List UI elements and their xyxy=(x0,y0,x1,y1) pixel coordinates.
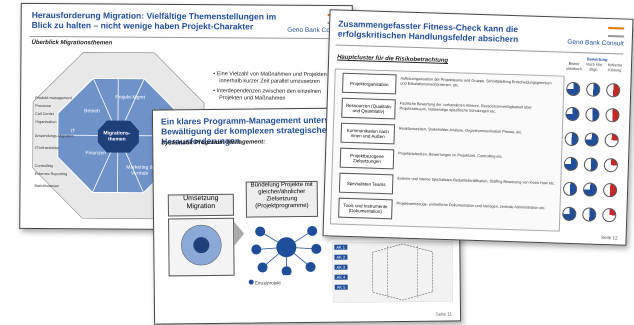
rating-ball-icon xyxy=(563,156,579,172)
rating-ball-icon xyxy=(562,206,577,222)
rating-col-1: Bisher unkritisch xyxy=(565,61,582,71)
logo-bars-icon xyxy=(607,27,625,38)
ak-arrow-4: AK 4 xyxy=(334,274,348,280)
legend-einzelprojekt: Einzelprojekt xyxy=(248,279,281,286)
rating-ball-icon xyxy=(582,207,597,222)
project-network-diagram xyxy=(251,225,322,276)
arrow-right-icon xyxy=(234,221,245,246)
rating-ball-icon xyxy=(562,181,578,197)
slide-migration-themes: Herausforderung Migration: Vielfältige T… xyxy=(19,2,353,232)
side-label-anwendung: Anwendungs-Migration xyxy=(34,133,74,139)
side-label-reporting: Externes Reporting xyxy=(34,171,68,177)
slide2-subtitle: Systematik Programm-Management: xyxy=(161,139,266,147)
rating-ball-icon xyxy=(582,182,598,197)
segment-finanzen: Finanzen xyxy=(85,150,107,157)
bullet-item: • Interdependenzen zwischen den einzelne… xyxy=(213,88,321,102)
rating-ball-icon xyxy=(583,157,599,172)
box-umsetzung-migration: Umsetzung Migration xyxy=(167,193,234,217)
side-label-berichtswesen: Berichtswesen xyxy=(34,183,60,189)
row-label-5: Tools und Instrumente (Dokumentation) xyxy=(338,197,393,220)
slide2-page-number: Seite 11 xyxy=(435,311,453,317)
rating-col-3: Kritische Klärung xyxy=(607,63,623,72)
bullet-text-0: Eine Vielzahl von Maßnahmen und Projekte… xyxy=(216,71,339,85)
box-buendelung-projekte: Bündelung Projekte mit gleicher/ähnliche… xyxy=(245,180,319,218)
migration-octagon-thumbnail-icon xyxy=(181,224,222,266)
rating-ball-icon xyxy=(602,182,618,198)
ak-flow-diagram xyxy=(332,241,453,303)
rating-ball-icon xyxy=(603,157,619,173)
side-label-infrastruktur: IT-Infrastruktur xyxy=(34,145,60,151)
legend-dot-icon xyxy=(248,279,254,285)
segment-betrieb: Betrieb xyxy=(84,108,100,115)
ak-arrow-1: AK 1 xyxy=(334,244,348,250)
slide3-page-number: Seite 12 xyxy=(601,234,618,241)
rating-col-2: Noch klar dsgn. xyxy=(585,62,603,72)
slide1-title: Herausforderung Migration: Vielfältige T… xyxy=(31,9,277,32)
slide1-subtitle: Überblick Migrationsthemen xyxy=(31,39,113,47)
migration-thumbnail xyxy=(168,217,235,277)
ak-arrow-2: AK 2 xyxy=(334,254,348,260)
side-label-organisation: Organisation xyxy=(34,119,57,125)
side-label-controlling: Controlling xyxy=(34,163,53,169)
rating-ball-icon xyxy=(585,107,600,122)
rating-ball-icon xyxy=(602,207,617,223)
slide1-rule xyxy=(29,35,342,40)
bullet-text-1: Interdependenzen zwischen den einzelnen … xyxy=(216,88,321,102)
segment-projekt-mgmt: Projekt-Mgmt xyxy=(115,94,146,101)
slide-program-management: Ein klares Programm-Management unterstüt… xyxy=(151,106,462,325)
migration-octagon-diagram xyxy=(32,51,205,220)
rating-ball-icon xyxy=(584,132,599,147)
rating-ball-icon xyxy=(605,108,620,123)
row-label-0: Projektorganisation xyxy=(342,72,397,95)
slide-fitness-check: Zusammengefasster Fitness-Check kann die… xyxy=(322,9,634,246)
ak-arrow-3: AK 3 xyxy=(334,264,348,270)
side-label-callcenter: Call Center xyxy=(35,111,55,117)
row-label-3: Projektbezogene Zielsetzungen xyxy=(339,147,395,170)
slide3-title: Zusammengefasster Fitness-Check kann die… xyxy=(337,18,519,45)
row-label-4: Spezialisten Teams xyxy=(338,172,394,195)
octagon-center-label: Migrations-themen xyxy=(103,130,131,143)
row-label-1: Ressourcen (Qualitativ und Quantitativ) xyxy=(341,97,396,120)
rating-ball-icon xyxy=(604,132,619,148)
rating-ball-icon xyxy=(565,106,580,122)
rating-ball-icon xyxy=(586,82,601,97)
rating-ball-icon xyxy=(606,83,621,98)
side-label-prozesse: Prozesse xyxy=(35,103,51,109)
row-label-2: Kommunikation nach innen und Außen xyxy=(340,122,396,145)
slide3-logo: Geno Bank Consult xyxy=(567,26,625,48)
ak-arrow-5: AK 5 xyxy=(334,284,348,290)
legend-label: Einzelprojekt xyxy=(254,280,281,286)
slide3-logo-text: Geno Bank Consult xyxy=(567,38,624,48)
slide1-bullets: • Eine Vielzahl von Maßnahmen und Projek… xyxy=(213,71,341,103)
bullet-item: • Eine Vielzahl von Maßnahmen und Projek… xyxy=(213,71,339,85)
side-label-produkt: Produkt-management xyxy=(35,95,72,101)
rating-ball-icon xyxy=(564,131,579,147)
rating-ball-icon xyxy=(566,81,581,97)
slide3-subtitle: Hauptcluster für die Risikobetrachtung xyxy=(337,54,449,65)
